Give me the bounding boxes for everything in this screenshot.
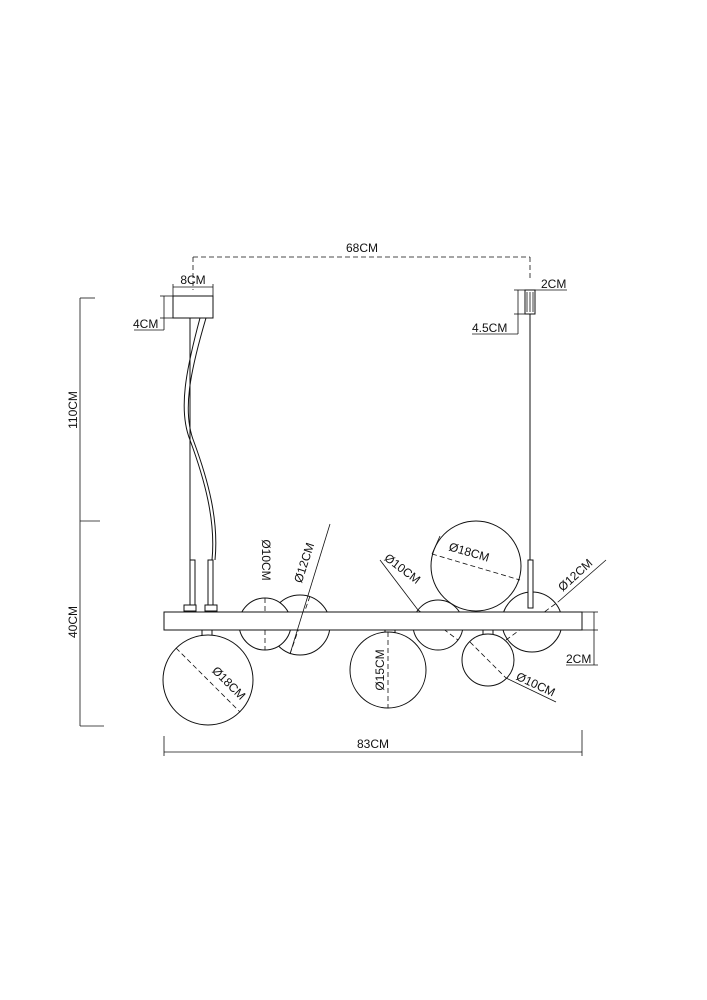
suspension-length-label: 110CM [66,391,80,429]
canopy: 8CM 4CM [133,273,214,331]
overall-width-dimension: 83CM [163,730,583,756]
anchor-height-label: 4.5CM [472,321,507,335]
globe-g2-label: Ø10CM [259,539,273,580]
top-width-dimension: 68CM [192,241,531,290]
bar-thickness-label: 2CM [566,652,591,666]
overall-width-label: 83CM [357,737,389,751]
top-width-label: 68CM [346,241,378,255]
bar-thickness-dimension: 2CM [566,611,598,666]
anchor-width-label: 2CM [541,277,566,291]
body-height-label: 40CM [66,606,80,638]
globe-g1 [162,634,254,726]
globe-g6 [430,520,522,612]
canopy-width-label: 8CM [180,273,205,287]
globe-g4 [349,631,427,709]
globe-g5-label: Ø10CM [382,551,423,587]
globe-g7-label: Ø10CM [514,669,557,699]
globe-g4-label: Ø15CM [373,649,387,690]
height-dimensions: 110CM 40CM [66,297,104,727]
suspension-cables [183,314,531,561]
globe-leaders [289,523,607,703]
canopy-height-label: 4CM [133,317,158,331]
globe-g7 [461,633,515,687]
ceiling-anchor: 2CM 4.5CM [472,277,567,335]
